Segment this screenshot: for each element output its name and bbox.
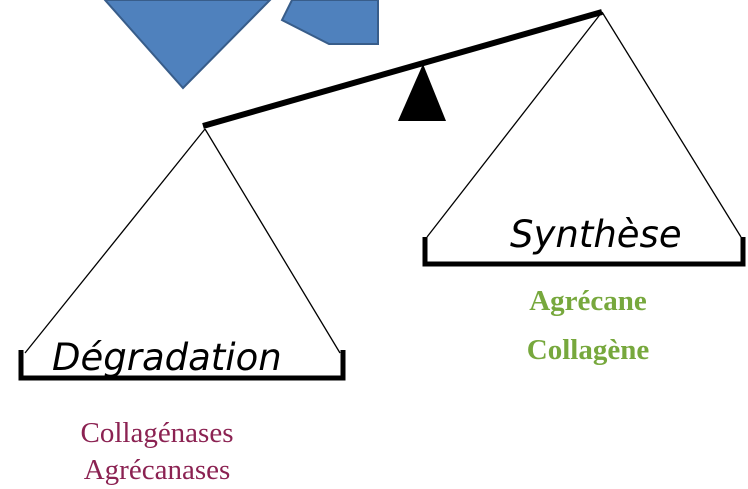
synthese-label: Synthèse	[510, 213, 682, 256]
left-pan	[18, 350, 346, 381]
left-arrow-shape	[103, 0, 272, 90]
left-pan-string-left	[24, 128, 206, 354]
right-pan-string-right	[601, 11, 742, 238]
right-arrow-shape	[280, 0, 379, 45]
pivot-triangle	[398, 64, 446, 121]
left-pan-string-right	[204, 128, 341, 354]
balance-beam	[202, 9, 603, 129]
synthese-item-2: Collagène	[527, 334, 650, 366]
degradation-label: Dégradation	[52, 336, 282, 379]
synthese-item-1: Agrécane	[529, 285, 647, 317]
right-pan-string-left	[426, 11, 603, 238]
degradation-item-1: Collagénases	[80, 417, 233, 449]
right-pan	[422, 237, 746, 267]
degradation-item-2: Agrécanases	[84, 454, 231, 486]
